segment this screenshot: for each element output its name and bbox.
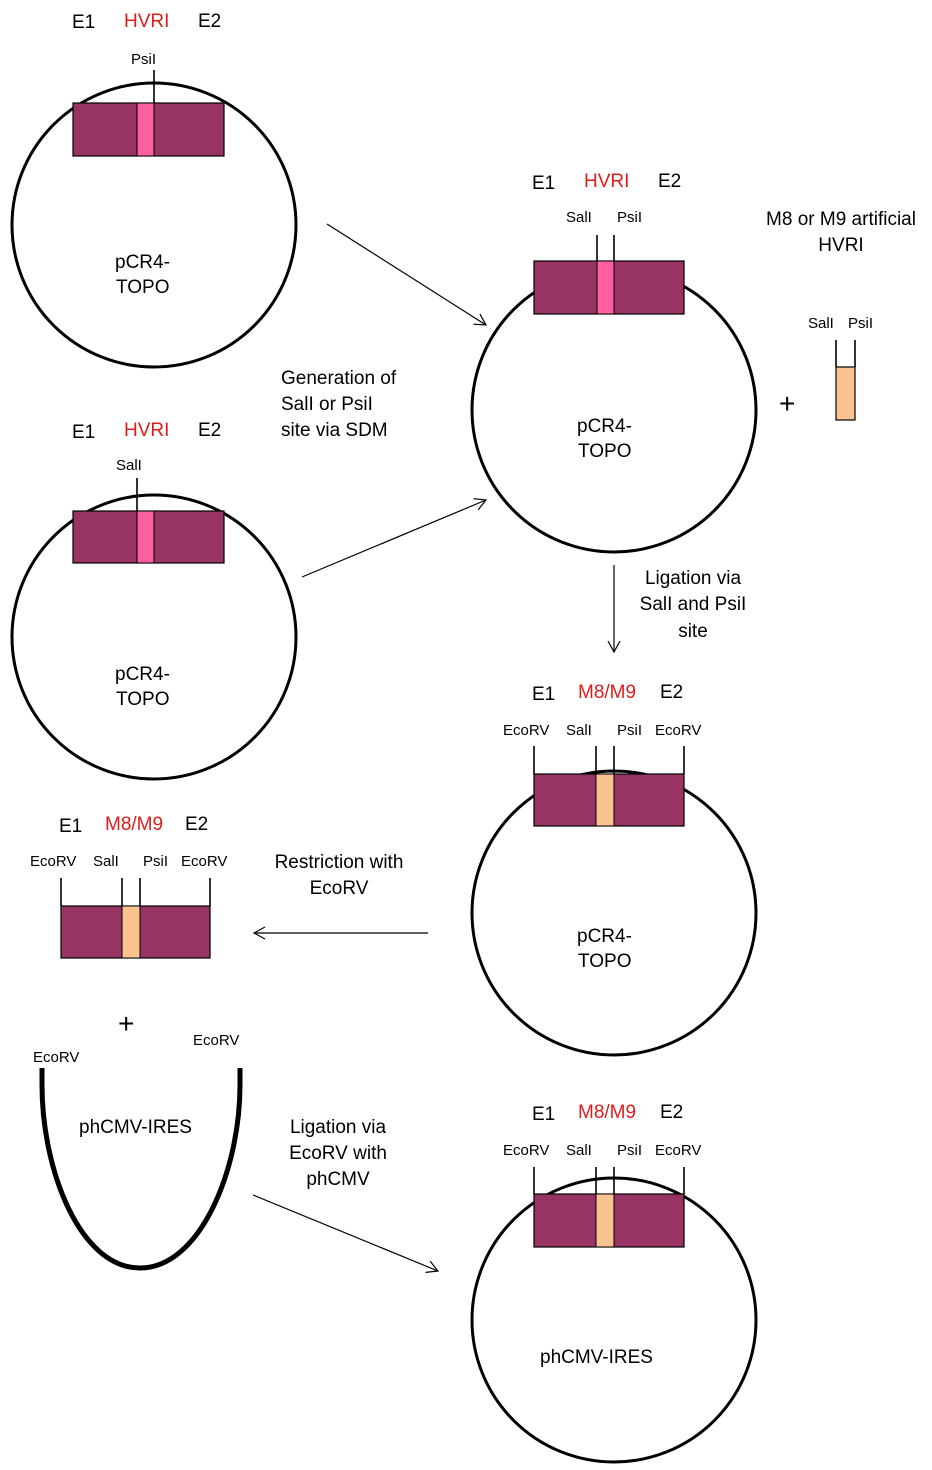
- restriction-text-line2: EcoRV: [310, 878, 369, 899]
- plasmid-name: phCMV-IRES: [540, 1347, 653, 1368]
- ecorv-label: EcoRV: [655, 722, 701, 739]
- psii-label: PsiI: [617, 209, 642, 226]
- ligation-ecorv-text-line1: Ligation via: [290, 1117, 387, 1138]
- plus-sign: +: [779, 388, 795, 419]
- sali-label: SalI: [566, 209, 592, 226]
- plasmid-name-line2: TOPO: [578, 951, 632, 972]
- e1-label: E1: [532, 1104, 555, 1125]
- ecorv-label: EcoRV: [30, 853, 76, 870]
- ligation-text-line2: SalI and PsiI: [640, 594, 747, 615]
- arrow-to-sdm-plasmid: [326, 223, 488, 326]
- psii-label: PsiI: [617, 722, 642, 739]
- plasmid-ring: [10, 493, 298, 781]
- arrow-to-sdm-plasmid: [301, 498, 488, 578]
- sdm-annotation: Generation of SalI or PsiI site via SDM: [281, 368, 397, 441]
- sali-label: SalI: [566, 722, 592, 739]
- linear-phcmv-ires-vector: EcoRV EcoRV phCMV-IRES: [33, 1032, 243, 1271]
- e1-label: E1: [532, 684, 555, 705]
- plasmid-name-line2: TOPO: [578, 441, 632, 462]
- plasmid-phcmv-ires-m8m9: E1 M8/M9 E2 EcoRV SalI PsiI EcoRV phCMV-…: [470, 1102, 758, 1464]
- artificial-hvri-fragment: M8 or M9 artificial HVRI SalI PsiI +: [766, 209, 916, 421]
- e2-label: E2: [198, 11, 221, 32]
- ecorv-label: EcoRV: [655, 1142, 701, 1159]
- plus-sign: +: [118, 1008, 134, 1039]
- hvri-segment: [596, 260, 615, 315]
- plasmid-name-line1: pCR4-: [577, 926, 632, 947]
- hvri-segment: [136, 102, 155, 157]
- plasmid-pcr4-sali: E1 HVRI E2 SalI pCR4- TOPO: [10, 420, 298, 781]
- restriction-text-line1: Restriction with: [275, 852, 404, 873]
- e1-label: E1: [72, 12, 95, 33]
- e1-label: E1: [59, 816, 82, 837]
- m8m9-segment: [595, 773, 615, 827]
- e1-label: E1: [532, 173, 555, 194]
- plasmid-pcr4-sali-psii: E1 HVRI E2 SalI PsiI pCR4- TOPO: [470, 171, 758, 554]
- m8m9-segment: [121, 905, 141, 959]
- plasmid-name-line1: pCR4-: [115, 664, 170, 685]
- m8m9-segment: [595, 1193, 615, 1248]
- m8m9-label: M8/M9: [105, 814, 163, 835]
- ligation-text-line3: site: [678, 621, 708, 642]
- artificial-hvri-title-line2: HVRI: [818, 235, 863, 256]
- hvri-segment: [136, 510, 155, 564]
- e2-label: E2: [198, 420, 221, 441]
- ligation-text-line1: Ligation via: [645, 568, 742, 589]
- hvri-label: HVRI: [124, 420, 169, 441]
- artificial-hvri-title-line1: M8 or M9 artificial: [766, 209, 916, 230]
- ligation-ecorv-text-line2: EcoRV with: [289, 1143, 387, 1164]
- arrow-ligation-ecorv: [252, 1194, 440, 1273]
- sali-label: SalI: [566, 1142, 592, 1159]
- ligation-ecorv-text-line3: phCMV: [306, 1169, 370, 1190]
- plasmid-name-line1: pCR4-: [577, 416, 632, 437]
- ecorv-label: EcoRV: [193, 1032, 239, 1049]
- ligation-sali-psii-annotation: Ligation via SalI and PsiI site: [640, 568, 747, 642]
- ecorv-label: EcoRV: [503, 1142, 549, 1159]
- sdm-text-line3: site via SDM: [281, 420, 388, 441]
- e2-label: E2: [660, 1102, 683, 1123]
- ecorv-label: EcoRV: [503, 722, 549, 739]
- hvri-label: HVRI: [584, 171, 629, 192]
- ligation-ecorv-annotation: Ligation via EcoRV with phCMV: [289, 1117, 387, 1190]
- phcmv-vector-label: phCMV-IRES: [79, 1117, 192, 1138]
- hvri-label: HVRI: [124, 11, 169, 32]
- e2-label: E2: [185, 814, 208, 835]
- sdm-text-line2: SalI or PsiI: [281, 394, 373, 415]
- sali-label: SalI: [93, 853, 119, 870]
- plasmid-pcr4-psii: E1 HVRI E2 PsiI pCR4- TOPO: [10, 11, 298, 369]
- ecorv-label: EcoRV: [33, 1049, 79, 1066]
- sali-label: SalI: [116, 457, 142, 474]
- psii-label: PsiI: [143, 853, 168, 870]
- e2-label: E2: [658, 171, 681, 192]
- psii-label: PsiI: [848, 315, 873, 332]
- m8m9-label: M8/M9: [578, 682, 636, 703]
- restriction-annotation: Restriction with EcoRV: [275, 852, 404, 899]
- plasmid-name-line2: TOPO: [116, 689, 170, 710]
- plasmid-pcr4-m8m9: E1 M8/M9 E2 EcoRV SalI PsiI EcoRV pCR4- …: [470, 682, 758, 1057]
- artificial-hvri-insert: [835, 366, 856, 421]
- plasmid-name-line2: TOPO: [116, 277, 170, 298]
- sali-label: SalI: [808, 315, 834, 332]
- phcmv-vector-arc: [39, 1068, 243, 1271]
- ecorv-label: EcoRV: [181, 853, 227, 870]
- plasmid-name-line1: pCR4-: [115, 252, 170, 273]
- excised-m8m9-fragment: E1 M8/M9 E2 EcoRV SalI PsiI EcoRV +: [30, 814, 227, 1039]
- psii-label: PsiI: [617, 1142, 642, 1159]
- m8m9-label: M8/M9: [578, 1102, 636, 1123]
- e2-label: E2: [660, 682, 683, 703]
- e1-label: E1: [72, 422, 95, 443]
- sdm-text-line1: Generation of: [281, 368, 397, 389]
- psii-label: PsiI: [131, 51, 156, 68]
